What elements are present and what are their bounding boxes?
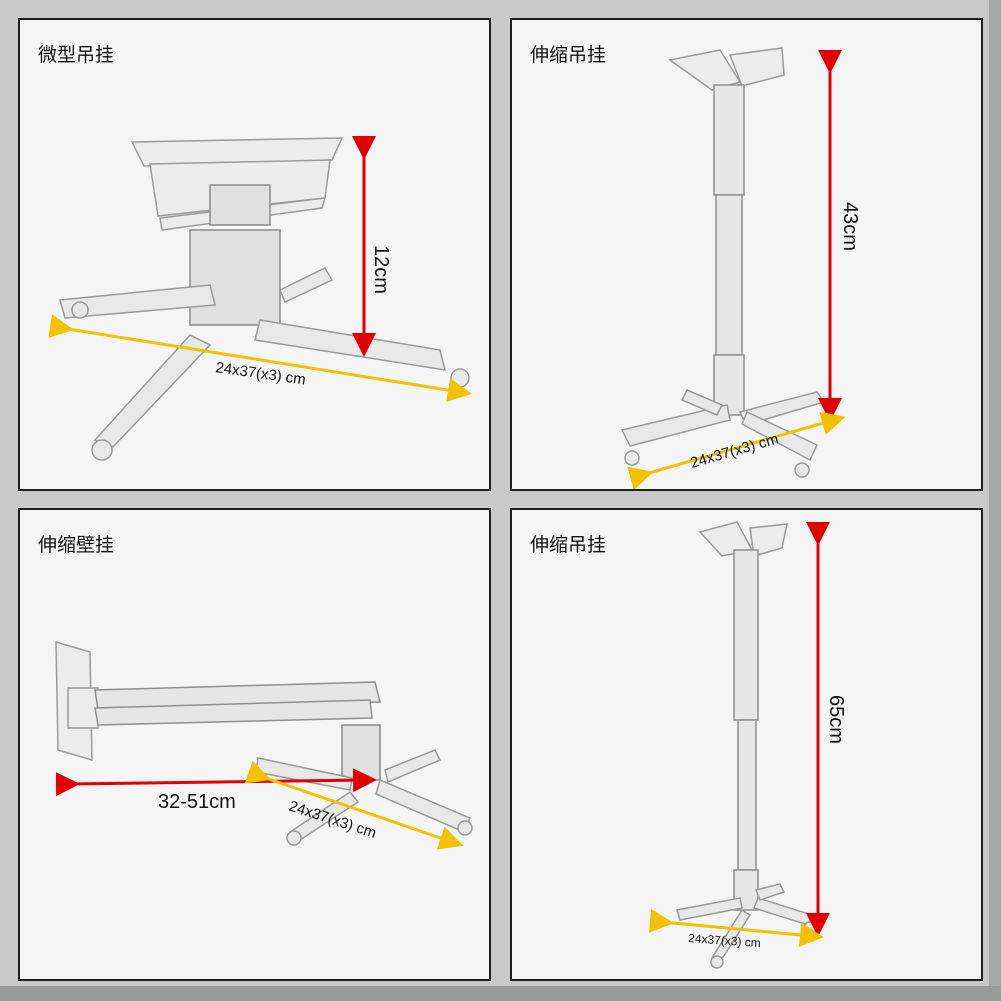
background-strip-right <box>989 0 1001 1001</box>
mount-pole <box>733 549 759 911</box>
mount-pole <box>713 84 745 416</box>
base-arrow <box>648 908 824 947</box>
background-strip-bottom <box>0 986 1001 1001</box>
mount-ceiling-bracket <box>668 47 785 91</box>
mount-wall-plate <box>55 640 99 762</box>
base-arrow <box>244 760 464 850</box>
telescopic-43-illustration: 43cm 24x37(x3) cm <box>620 47 861 489</box>
panel-telescopic-wall-mount: 伸缩壁挂 32-51 <box>18 508 491 981</box>
height-label: 12cm <box>370 245 392 294</box>
panel-telescopic-ceiling-43: 伸缩吊挂 43cm 24x37( <box>510 18 983 491</box>
telescopic-65-illustration: 65cm 24x37(x3) cm <box>648 521 847 969</box>
panel-title: 伸缩吊挂 <box>530 534 607 556</box>
length-label: 32-51cm <box>158 791 236 813</box>
height-label: 65cm <box>825 695 847 744</box>
panel-title: 伸缩壁挂 <box>38 534 115 556</box>
height-label: 43cm <box>839 202 861 251</box>
micro-mount-illustration: 12cm 24x37(x3) cm <box>48 136 472 461</box>
panel-title: 伸缩吊挂 <box>530 44 607 66</box>
base-label: 24x37(x3) cm <box>688 931 762 950</box>
panel-title: 微型吊挂 <box>38 44 115 66</box>
wall-mount-illustration: 32-51cm 24x37(x3) cm <box>55 640 473 850</box>
base-arrow <box>627 411 846 489</box>
base-arrow <box>48 314 472 402</box>
mount-arm <box>94 681 381 726</box>
mount-neck <box>341 724 381 781</box>
panel-micro-ceiling-mount: 微型吊挂 12cm <box>18 18 491 491</box>
panel-telescopic-ceiling-65: 伸缩吊挂 65cm 24x37( <box>510 508 983 981</box>
base-label: 24x37(x3) cm <box>214 359 306 388</box>
base-label: 24x37(x3) cm <box>688 430 780 471</box>
